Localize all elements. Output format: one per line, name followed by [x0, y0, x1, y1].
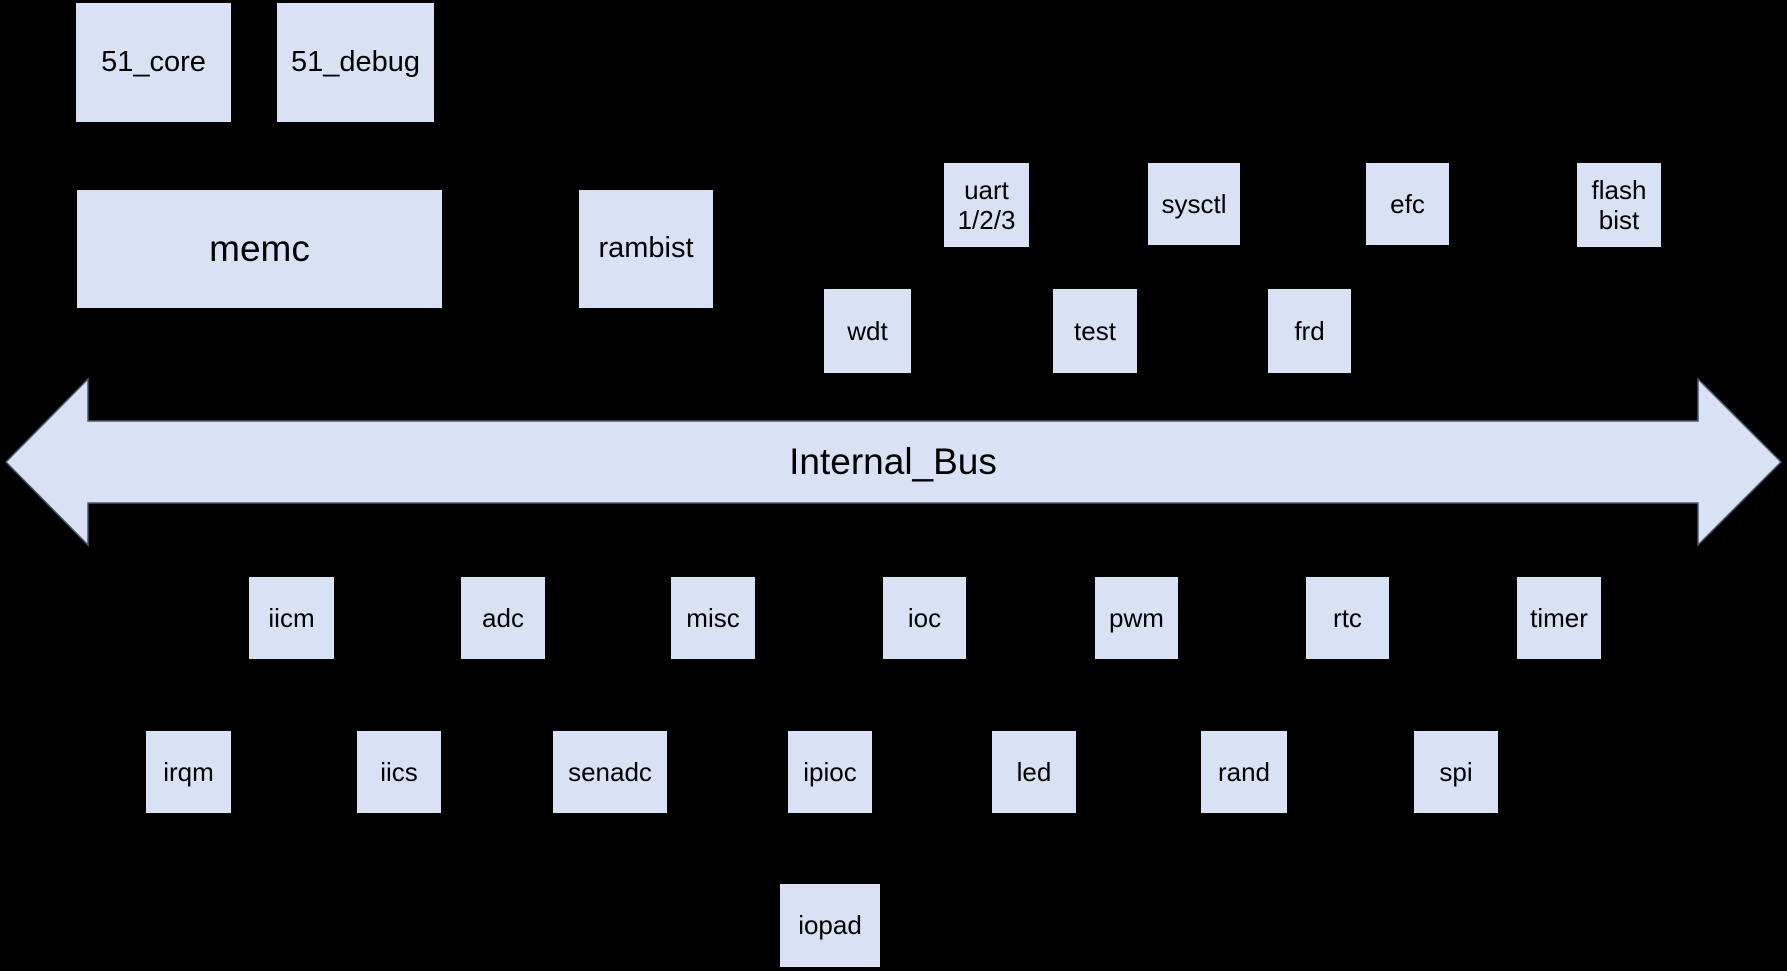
block-iopad: iopad [780, 884, 880, 967]
block-efc: efc [1366, 163, 1449, 245]
block-label: efc [1390, 188, 1425, 219]
internal-bus-label: Internal_Bus [789, 441, 997, 482]
block-test: test [1053, 289, 1137, 373]
block-label: adc [482, 602, 524, 633]
block-irqm: irqm [146, 731, 231, 813]
block-label: spi [1439, 756, 1473, 787]
block-sysctl: sysctl [1148, 163, 1240, 245]
block-label: frd [1294, 315, 1325, 346]
block-label: iopad [798, 910, 862, 941]
block-uart123: uart 1/2/3 [944, 163, 1029, 247]
internal-bus-arrow-shape [4, 377, 1783, 547]
block-label: rambist [598, 232, 694, 265]
block-label: flash bist [1591, 174, 1647, 235]
block-memc: memc [77, 190, 442, 308]
block-iicm: iicm [249, 577, 334, 659]
block-iics: iics [357, 731, 441, 813]
block-misc: misc [671, 577, 755, 659]
block-frd: frd [1268, 289, 1351, 373]
block-label: ipioc [803, 756, 857, 787]
block-label: ioc [907, 602, 942, 633]
block-ipioc: ipioc [788, 731, 872, 813]
block-led: led [992, 731, 1076, 813]
block-label: test [1074, 315, 1116, 346]
block-timer: timer [1517, 577, 1601, 659]
block-label: misc [686, 602, 740, 633]
block-label: uart 1/2/3 [957, 174, 1016, 235]
block-rambist: rambist [579, 190, 713, 308]
block-senadc: senadc [553, 731, 667, 813]
block-label: rand [1217, 756, 1271, 787]
block-label: memc [209, 228, 310, 270]
block-flash_bist: flash bist [1577, 163, 1661, 247]
block-pwm: pwm [1095, 577, 1178, 659]
block-51_core: 51_core [76, 3, 231, 122]
block-wdt: wdt [824, 289, 911, 373]
block-label: wdt [847, 315, 888, 346]
block-label: pwm [1109, 602, 1164, 633]
block-label: timer [1530, 602, 1588, 633]
block-rtc: rtc [1306, 577, 1389, 659]
block-spi: spi [1414, 731, 1498, 813]
block-label: rtc [1333, 602, 1362, 633]
block-label: led [1016, 756, 1052, 787]
block-label: irqm [163, 756, 214, 787]
block-ioc: ioc [883, 577, 966, 659]
block-rand: rand [1201, 731, 1287, 813]
block-label: 51_debug [290, 45, 421, 78]
block-label: sysctl [1161, 188, 1227, 219]
block-label: 51_core [101, 45, 206, 78]
block-51_debug: 51_debug [277, 3, 434, 122]
block-label: senadc [568, 756, 652, 787]
block-adc: adc [461, 577, 545, 659]
block-label: iicm [268, 602, 315, 633]
block-label: iics [380, 756, 418, 787]
